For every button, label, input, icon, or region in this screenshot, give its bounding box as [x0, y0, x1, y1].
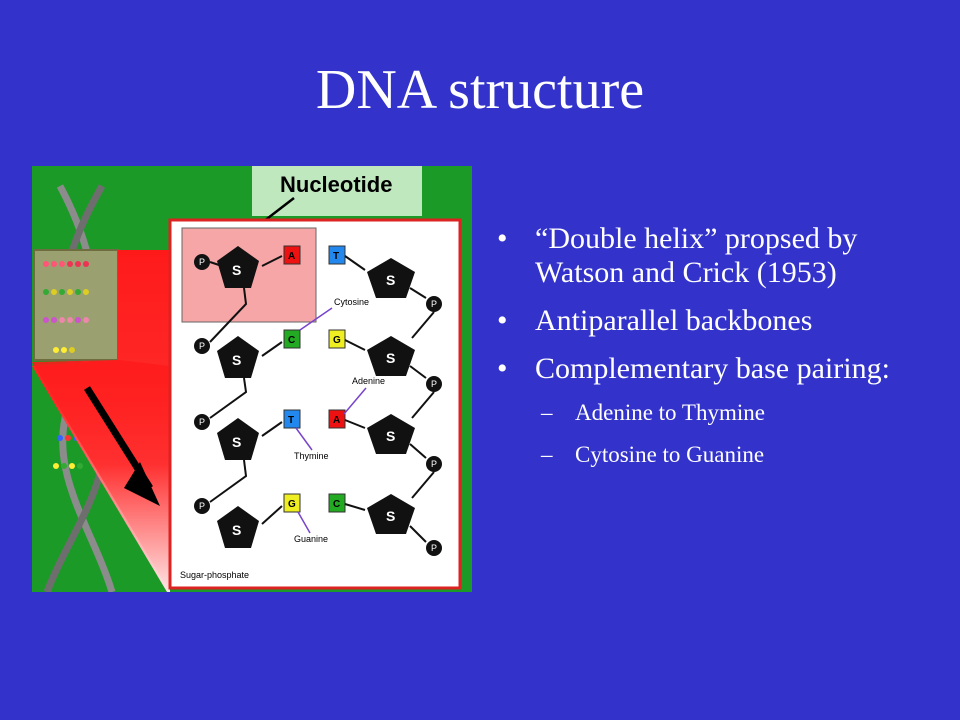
svg-text:C: C [288, 335, 295, 346]
sugar-phosphate-label: Sugar-phosphate [180, 570, 249, 580]
left-nucleotide-1: P S A [194, 245, 301, 288]
dna-structure-diagram: Nucleotide P S A P S C P S T P S G T S P… [32, 166, 472, 592]
svg-text:A: A [288, 251, 295, 262]
zoom-arrowhead [124, 462, 160, 506]
slide-title: DNA structure [315, 59, 645, 121]
left-backbone [209, 255, 283, 525]
left-nucleotide-2: P S C [194, 329, 301, 378]
bullet-double-helix: “Double helix” propsed by Watson and Cri… [497, 222, 937, 290]
svg-text:S: S [386, 508, 395, 524]
right-nucleotide-1: T S P [328, 245, 442, 312]
sub-bullet-cytosine-guanine: Cytosine to Guanine [497, 442, 937, 468]
nucleotide-header-label: Nucleotide [280, 172, 392, 197]
svg-text:T: T [333, 251, 339, 262]
base-pair-dots [43, 261, 89, 469]
svg-text:S: S [232, 352, 241, 368]
bullet-list: “Double helix” propsed by Watson and Cri… [497, 222, 937, 484]
sub-bullet-adenine-thymine: Adenine to Thymine [497, 400, 937, 426]
svg-text:P: P [199, 501, 205, 511]
helix-highlight-box [33, 249, 119, 361]
svg-text:S: S [386, 428, 395, 444]
bullet-base-pairing: Complementary base pairing: [497, 352, 937, 386]
right-nucleotide-4: C S P [328, 493, 442, 556]
bullet-antiparallel: Antiparallel backbones [497, 304, 937, 338]
left-nucleotide-4: P S G [194, 493, 301, 548]
svg-text:T: T [288, 415, 294, 426]
base-label-cytosine: Cytosine [334, 297, 369, 307]
base-label-adenine: Adenine [352, 376, 385, 386]
svg-text:G: G [333, 335, 341, 346]
base-label-guanine: Guanine [294, 534, 328, 544]
base-label-thymine: Thymine [294, 451, 329, 461]
right-nucleotide-2: G S P [328, 329, 442, 392]
svg-text:A: A [333, 415, 340, 426]
svg-text:S: S [386, 272, 395, 288]
right-backbone [344, 255, 435, 543]
svg-text:P: P [199, 417, 205, 427]
svg-text:P: P [199, 257, 205, 267]
svg-text:S: S [386, 350, 395, 366]
svg-text:S: S [232, 522, 241, 538]
svg-text:P: P [431, 379, 437, 389]
left-nucleotide-3: P S T [194, 409, 301, 460]
svg-text:P: P [199, 341, 205, 351]
zoom-expansion-shape-top [32, 360, 170, 592]
svg-text:P: P [431, 543, 437, 553]
svg-text:S: S [232, 262, 241, 278]
svg-text:S: S [232, 434, 241, 450]
svg-text:P: P [431, 459, 437, 469]
svg-text:G: G [288, 499, 296, 510]
svg-text:P: P [431, 299, 437, 309]
svg-text:C: C [333, 499, 340, 510]
right-nucleotide-3: A S P [328, 409, 442, 472]
